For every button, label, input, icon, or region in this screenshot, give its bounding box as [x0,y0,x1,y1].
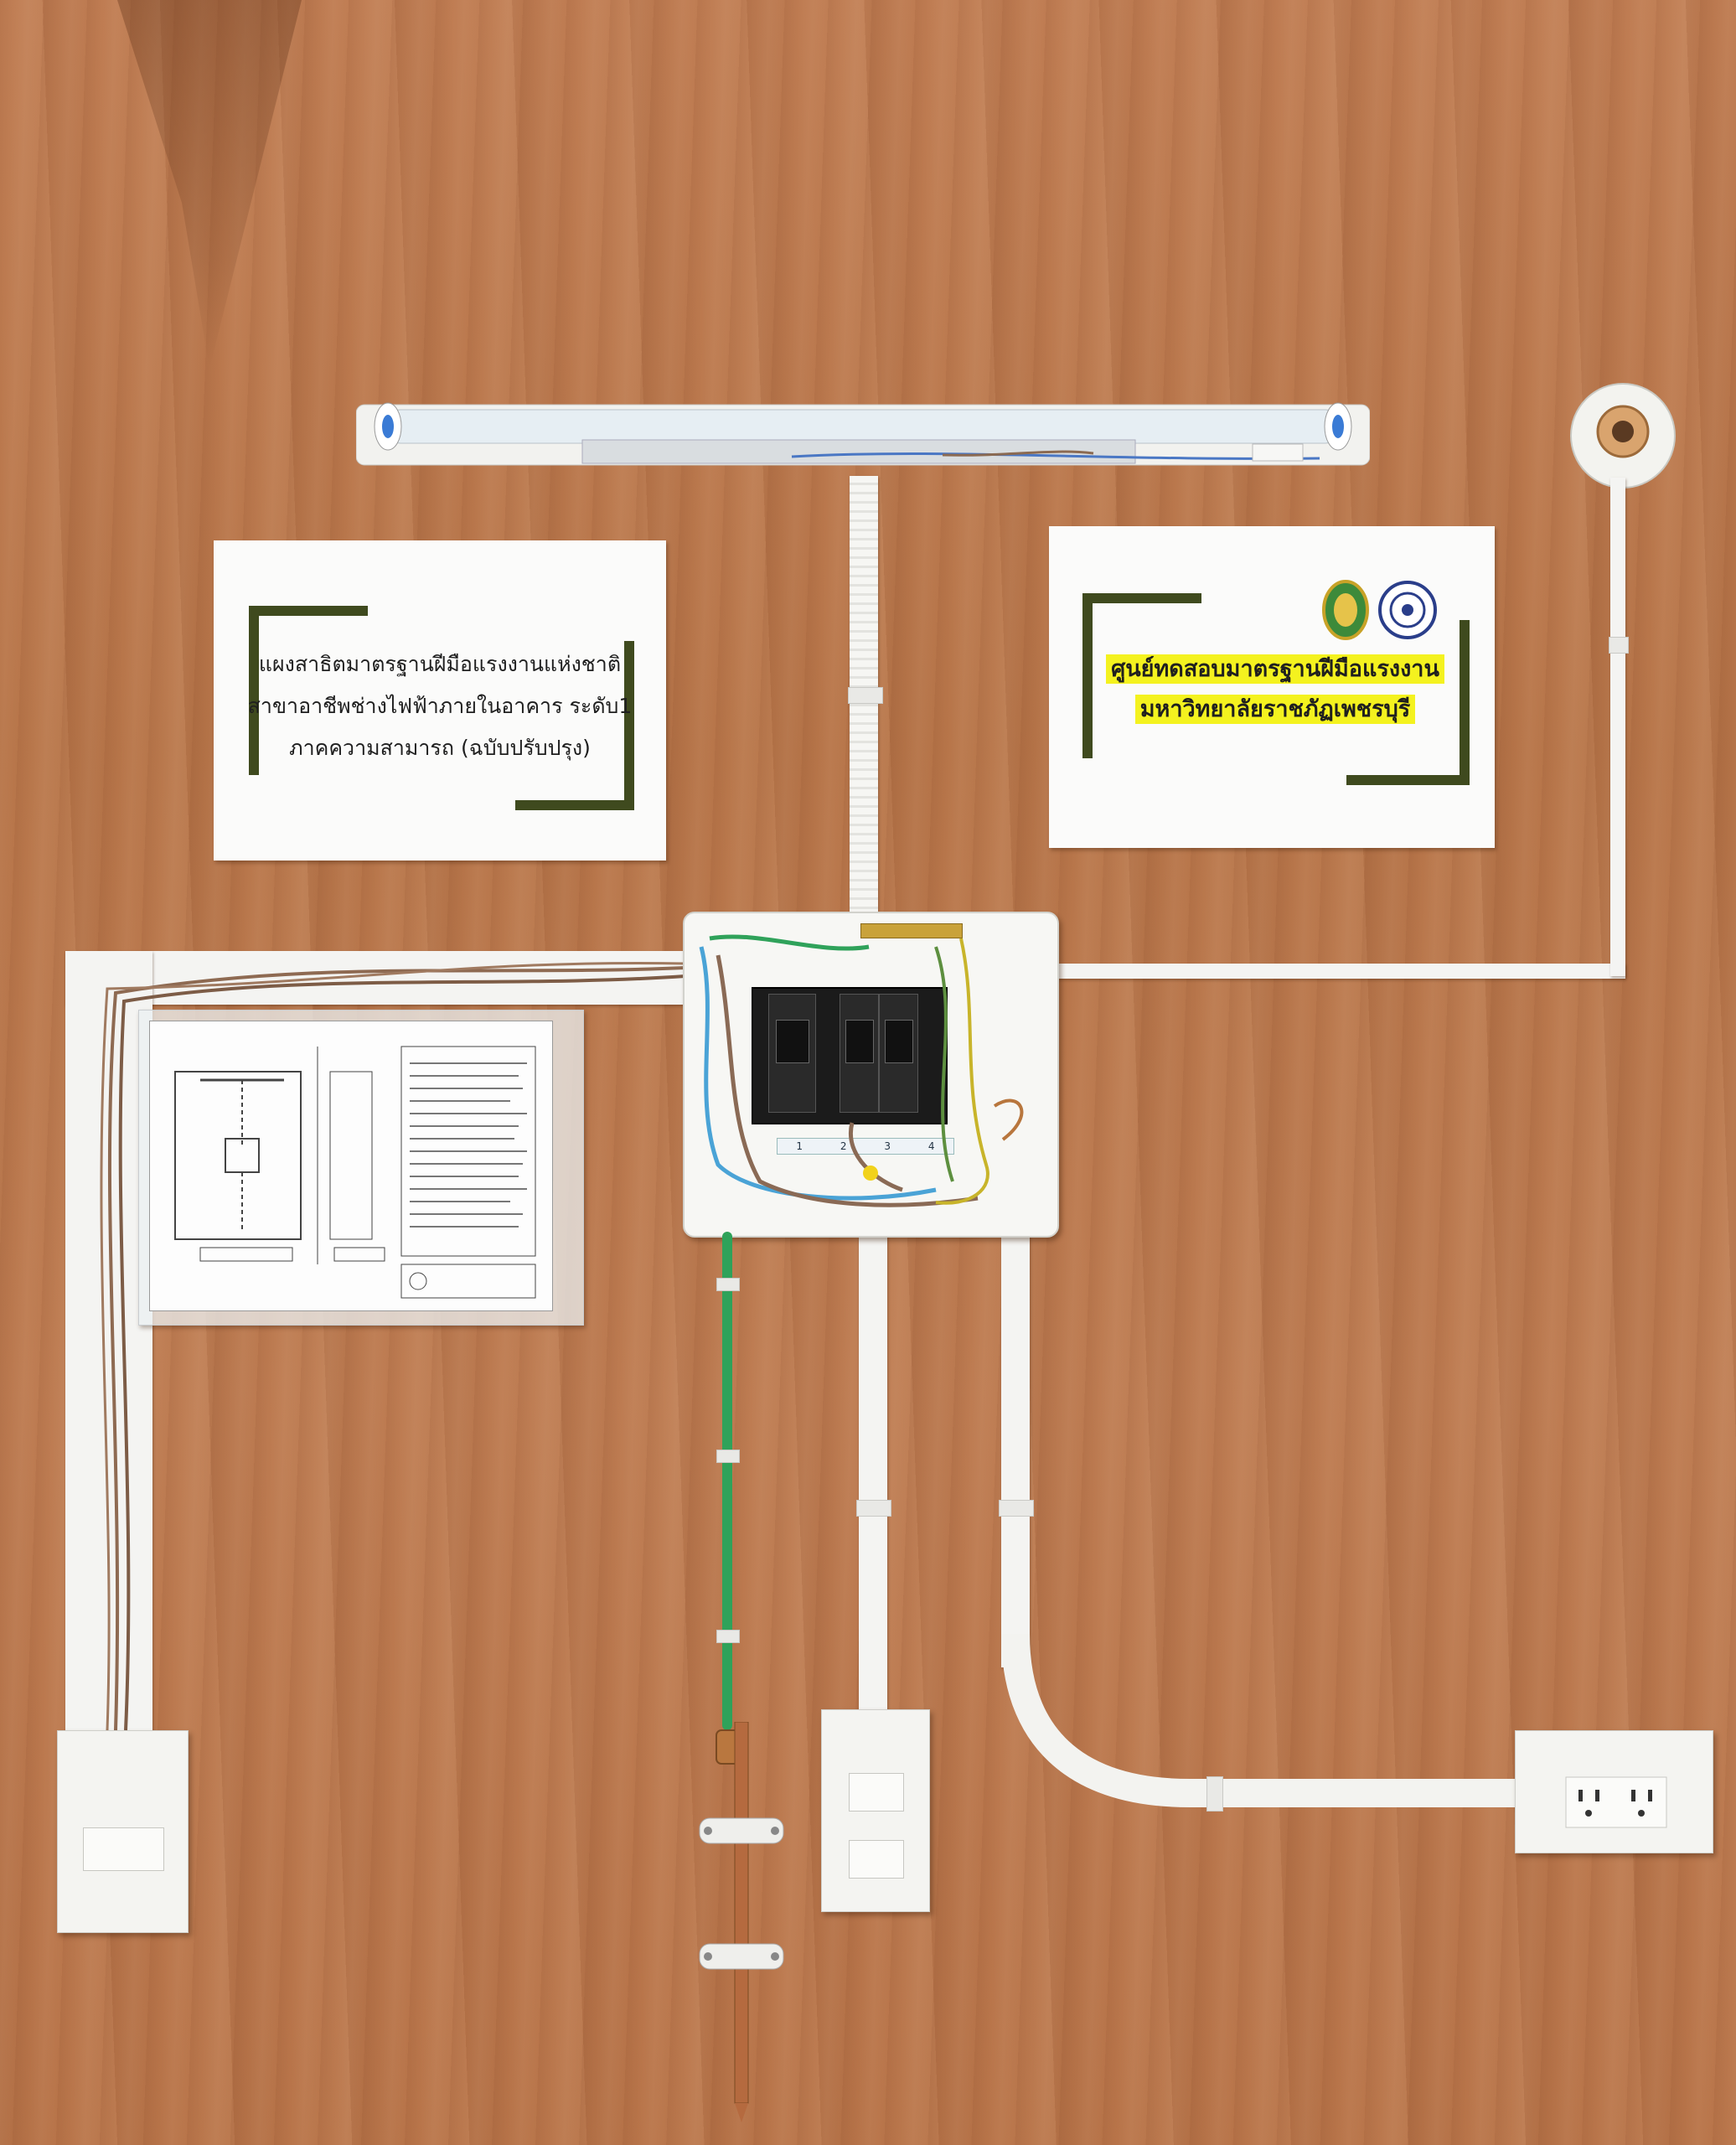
university-logo-icon [1320,580,1371,644]
sign-frame [515,641,634,810]
conduit-right-vertical [1610,478,1625,976]
left-sign-line1: แผงสาธิตมาตรฐานฝีมือแรงงานแห่งชาติ [258,652,622,676]
circuit-breaker-icon [879,994,918,1113]
sign-frame [249,606,368,775]
breaker-label-strip: 1 2 3 4 [777,1138,954,1155]
right-sign-line1-text: ศูนย์ทดสอบมาตรฐานฝีมือแรงงาน [1106,654,1444,684]
conduit-clip [848,687,883,704]
right-sign-line2-text: มหาวิทยาลัยราชภัฏเพชรบุรี [1134,695,1416,724]
left-sign-line3: ภาคความสามารถ (ฉบับปรับปรุง) [289,736,591,760]
wire-clip [716,1630,740,1643]
wire-clip [716,1278,740,1291]
sign-frame [1346,620,1470,785]
breaker-label-3: 3 [884,1140,891,1152]
wall-switch-icon [821,1709,930,1912]
brown-wires [100,961,686,1731]
conduit-clip [1206,1776,1223,1812]
breaker-label-1: 1 [796,1140,803,1152]
sign-frame [1082,593,1201,758]
breaker-label-4: 4 [927,1140,935,1152]
lamp-holder-icon [1567,381,1680,490]
right-sign: ศูนย์ทดสอบมาตรฐานฝีมือแรงงาน มหาวิทยาลัย… [1049,526,1495,848]
ground-terminal-bar [860,923,963,938]
dsd-logo-icon [1377,580,1438,644]
conduit-right-horizontal [1056,964,1625,979]
wall-switch-icon [57,1730,189,1933]
wiring-diagram-sheet [149,1021,553,1311]
breaker-label-2: 2 [840,1140,847,1152]
distribution-box: 1 2 3 4 [683,912,1059,1238]
wire-clip [716,1450,740,1463]
circuit-breaker-icon [768,994,816,1113]
conduit-outlet-vertical [1001,1232,1030,1667]
conduit-outlet-bend [1001,1634,1525,1807]
conduit-clip [1609,637,1629,654]
conduit-switch [859,1232,887,1709]
power-outlet-icon [1515,1730,1713,1853]
wiring-diagram-sleeve [138,1010,584,1326]
fluorescent-lamp-icon [355,398,1371,482]
right-sign-line1: ศูนย์ทดสอบมาตรฐานฝีมือแรงงาน [1066,650,1485,686]
ground-rod-icon [691,1721,792,2124]
ground-wire [722,1232,732,1730]
box-wires [699,934,1024,1207]
left-sign-line2: สาขาอาชีพช่างไฟฟ้าภายในอาคาร ระดับ1 [247,694,633,718]
conduit-clip [999,1500,1034,1517]
conduit-clip [856,1500,891,1517]
left-sign: แผงสาธิตมาตรฐานฝีมือแรงงานแห่งชาติ สาขาอ… [214,540,666,861]
right-sign-line2: มหาวิทยาลัยราชภัฏเพชรบุรี [1066,690,1485,726]
circuit-breaker-icon [840,994,879,1113]
